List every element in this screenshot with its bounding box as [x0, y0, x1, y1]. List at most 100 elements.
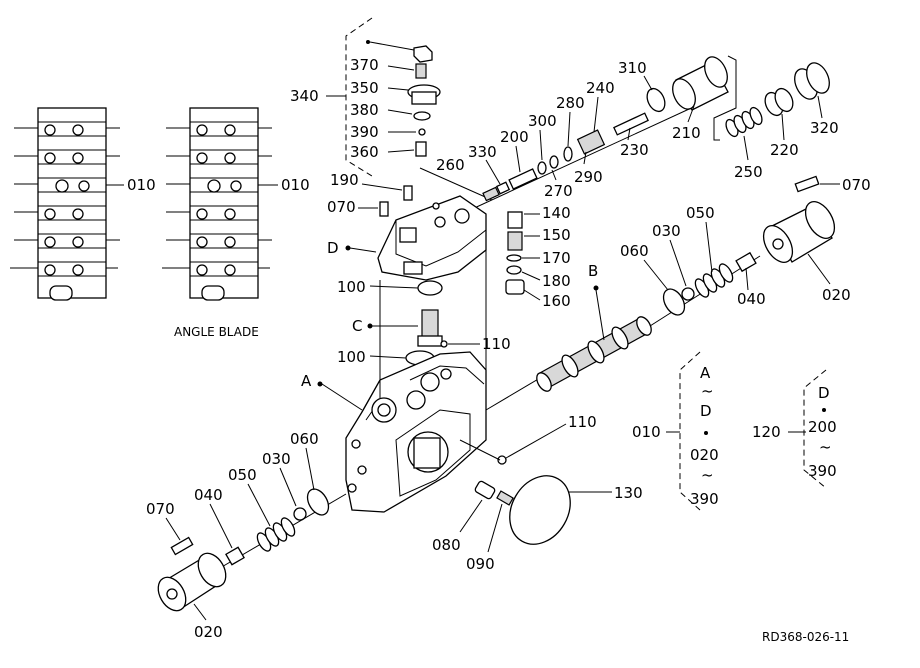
spring-050-left: [256, 517, 296, 552]
group-010-to: D: [700, 402, 712, 420]
label-270: 270: [544, 182, 573, 200]
label-370: 370: [350, 56, 379, 74]
label-010-middle: 010: [281, 176, 310, 194]
seal-130: [509, 475, 571, 545]
part-140: [507, 211, 523, 229]
label-180: 180: [542, 272, 571, 290]
group-120-tilde: ~: [819, 438, 832, 456]
oring-060-right: [662, 288, 686, 316]
bracket-120: [803, 369, 827, 489]
group-120-n1: 200: [808, 418, 837, 436]
cap-part: [413, 45, 433, 63]
label-160: 160: [542, 292, 571, 310]
label-090: 090: [466, 555, 495, 573]
label-060-right: 060: [620, 242, 649, 260]
label-320: 320: [810, 119, 839, 137]
plug-080: [474, 480, 496, 500]
label-350: 350: [350, 79, 379, 97]
label-130: 130: [614, 484, 643, 502]
label-260: 260: [436, 156, 465, 174]
angle-blade-caption: ANGLE BLADE: [174, 325, 259, 339]
reference-code: RD368-026-11: [762, 630, 849, 644]
part-040-right: [735, 251, 757, 273]
group-010-tilde1: ~: [701, 382, 714, 400]
label-080: 080: [432, 536, 461, 554]
valve-stack-left: [10, 107, 124, 301]
group-010-from: A: [700, 364, 711, 382]
label-380: 380: [350, 101, 379, 119]
label-290: 290: [574, 168, 603, 186]
group-010-n2: 390: [690, 490, 719, 508]
bracket-340: [345, 17, 373, 177]
label-230: 230: [620, 141, 649, 159]
spool-c: [417, 309, 443, 347]
label-240: 240: [586, 79, 615, 97]
valve-stack-angle-blade: [162, 107, 278, 301]
label-050-left: 050: [228, 466, 257, 484]
oring-110-top: [440, 340, 448, 348]
label-070-left: 070: [146, 500, 175, 518]
bolt-070-right: [794, 175, 820, 193]
cap-020-left: [157, 552, 227, 612]
label-210: 210: [672, 124, 701, 142]
label-300: 300: [528, 112, 557, 130]
oring-310: [646, 87, 666, 113]
part-090: [496, 490, 514, 506]
marker-a: A: [301, 372, 312, 390]
bracket-010: [679, 351, 701, 511]
part-220: [764, 87, 794, 117]
label-110-bottom: 110: [568, 413, 597, 431]
valve-body: [345, 250, 487, 513]
label-150: 150: [542, 226, 571, 244]
label-280: 280: [556, 94, 585, 112]
label-020-left: 020: [194, 623, 223, 641]
label-050-right: 050: [686, 204, 715, 222]
marker-b: B: [588, 262, 598, 280]
marker-d: D: [327, 239, 339, 257]
group-120-n2: 390: [808, 462, 837, 480]
label-110-top: 110: [482, 335, 511, 353]
group-120-from: D: [818, 384, 830, 402]
part-040-left: [225, 546, 245, 566]
label-310: 310: [618, 59, 647, 77]
cap-020-right: [762, 201, 836, 263]
spring-050-right: [694, 263, 734, 298]
oring-110-bottom: [497, 455, 507, 465]
washer-030-left: [293, 507, 307, 521]
part-330: [495, 181, 511, 195]
group-010-n1: 020: [690, 446, 719, 464]
label-040-right: 040: [737, 290, 766, 308]
bolt-070-left: [170, 536, 194, 556]
part-200: [508, 168, 538, 190]
ball-390: [418, 128, 426, 136]
label-250: 250: [734, 163, 763, 181]
label-100-top: 100: [337, 278, 366, 296]
part-320: [794, 62, 830, 100]
label-060-left: 060: [290, 430, 319, 448]
part-300: [537, 161, 547, 175]
label-030-left: 030: [262, 450, 291, 468]
label-340: 340: [290, 87, 319, 105]
oring-100-top: [417, 280, 443, 296]
oring-380: [413, 111, 431, 121]
spring-370: [415, 63, 427, 79]
plug-160: [505, 279, 525, 295]
plug-360: [415, 141, 427, 157]
label-190: 190: [330, 171, 359, 189]
washer-030-right: [681, 287, 695, 301]
oring-170: [506, 254, 522, 262]
spring-150: [507, 231, 523, 251]
label-070-top: 070: [327, 198, 356, 216]
bolt-190: [403, 185, 413, 201]
label-010-right: 010: [632, 423, 661, 441]
part-230: [613, 112, 649, 136]
label-140: 140: [542, 204, 571, 222]
oring-060-left: [306, 488, 330, 516]
label-360: 360: [350, 143, 379, 161]
part-280: [563, 146, 573, 162]
label-100-bottom: 100: [337, 348, 366, 366]
label-170: 170: [542, 249, 571, 267]
spring-250: [725, 106, 763, 138]
